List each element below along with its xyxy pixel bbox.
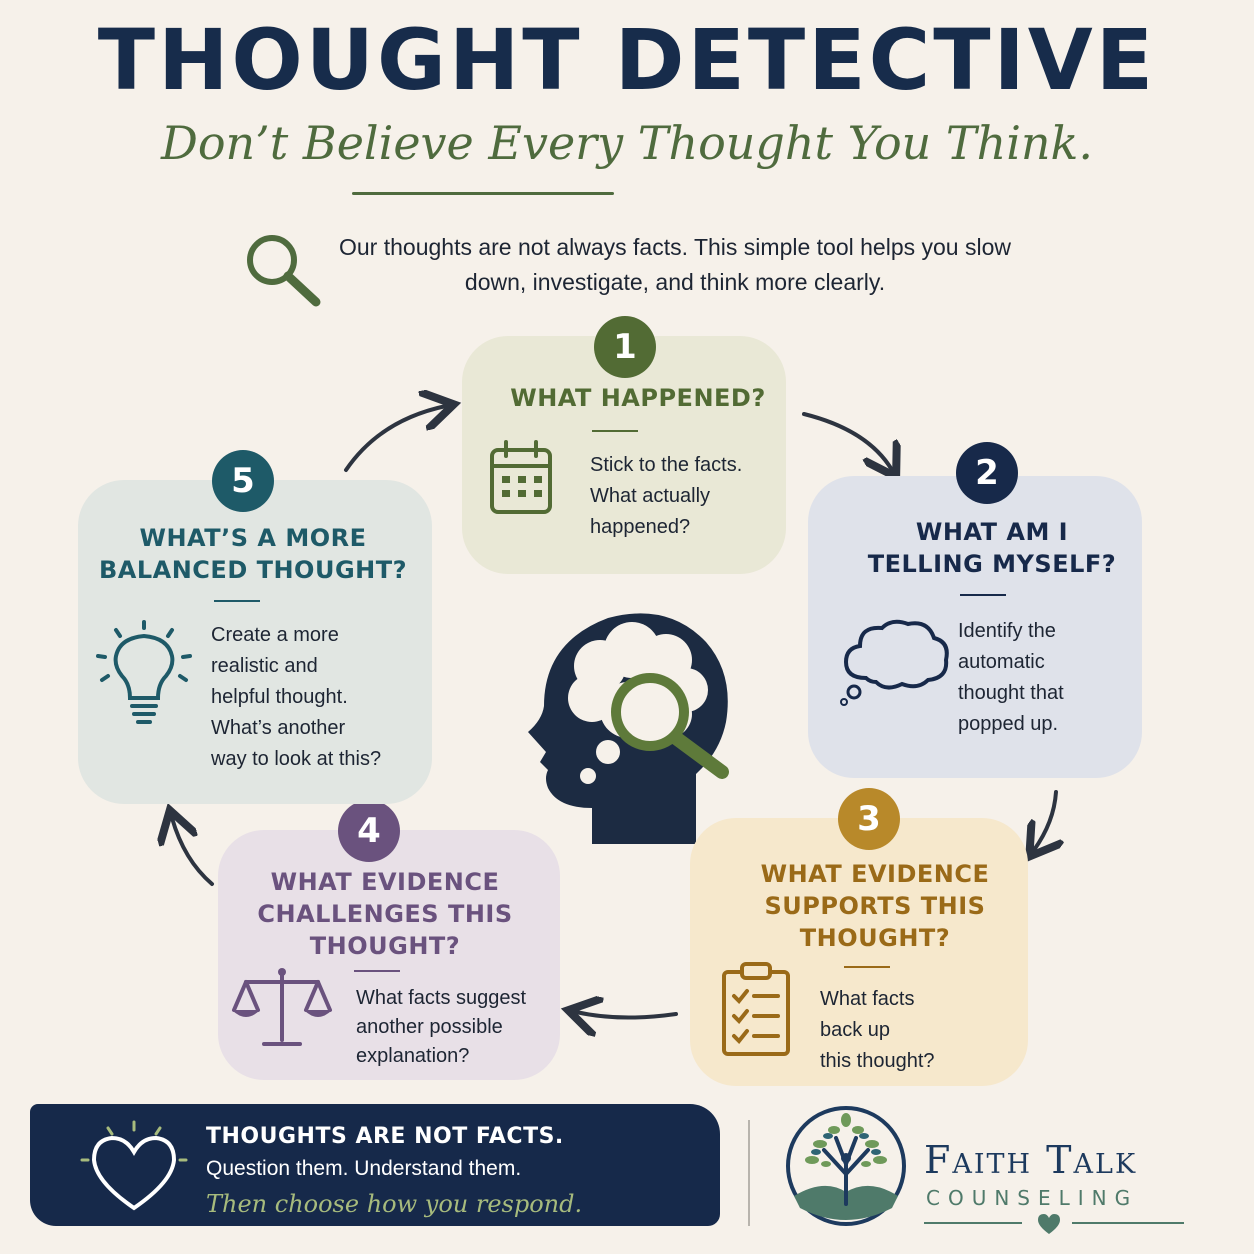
step-heading: WHAT AM I TELLING MYSELF?	[867, 518, 1117, 578]
logo-subtext: COUNSELING	[926, 1186, 1139, 1210]
tree-of-life-icon	[786, 1106, 906, 1226]
step-card-2: 2 WHAT AM I TELLING MYSELF? Identify the…	[808, 442, 1142, 778]
banner-headline: THOUGHTS ARE NOT FACTS.	[206, 1124, 564, 1149]
step-heading: WHAT’S A MORE BALANCED THOUGHT?	[98, 524, 408, 584]
step-number-badge: 2	[956, 442, 1018, 504]
thought-bubble-icon	[840, 619, 949, 706]
magnifying-glass-icon	[247, 235, 321, 307]
head-silhouette-icon	[528, 613, 729, 844]
step-divider	[592, 430, 638, 432]
small-heart-icon	[1038, 1214, 1060, 1234]
footer-divider	[748, 1120, 750, 1226]
arrow-5-to-1	[344, 406, 446, 472]
step-divider	[214, 600, 260, 602]
step-number-badge: 5	[212, 450, 274, 512]
step-divider	[960, 594, 1006, 596]
logo-rule-right	[1072, 1222, 1184, 1224]
step-number-badge: 1	[594, 316, 656, 378]
step-card-3: 3 WHAT EVIDENCE SUPPORTS THIS THOUGHT? W…	[690, 788, 1028, 1086]
page-title: THOUGHT DETECTIVE	[97, 11, 1157, 109]
page-subtitle: Don’t Believe Every Thought You Think.	[160, 116, 1094, 170]
arrow-2-to-3	[1034, 790, 1056, 850]
step-heading: WHAT EVIDENCE CHALLENGES THIS THOUGHT?	[257, 868, 513, 960]
clipboard-checklist-icon	[722, 962, 790, 1056]
logo-rule-left	[924, 1222, 1022, 1224]
step-divider	[844, 966, 890, 968]
step-divider	[354, 970, 400, 972]
footer-banner	[30, 1104, 720, 1226]
arrow-4-to-5	[172, 818, 214, 886]
arrow-3-to-4	[576, 1012, 678, 1018]
step-heading: WHAT HAPPENED?	[510, 384, 766, 412]
calendar-icon	[490, 440, 552, 514]
step-number-badge: 3	[838, 788, 900, 850]
lightbulb-icon	[96, 620, 192, 724]
step-card-5: 5 WHAT’S A MORE BALANCED THOUGHT? Create…	[78, 450, 432, 804]
arrow-1-to-2	[802, 412, 892, 470]
step-heading: WHAT EVIDENCE SUPPORTS THIS THOUGHT?	[760, 860, 990, 952]
banner-subline: Question them. Understand them.	[206, 1157, 522, 1180]
scales-icon	[232, 968, 332, 1046]
intro-text: Our thoughts are not always facts. This …	[338, 234, 1011, 295]
subtitle-underline	[352, 192, 614, 195]
step-card-1: 1 WHAT HAPPENED? Stick to the facts.What…	[462, 316, 786, 574]
heart-icon	[80, 1120, 188, 1211]
banner-tagline: Then choose how you respond.	[206, 1190, 583, 1218]
step-card-4: 4 WHAT EVIDENCE CHALLENGES THIS THOUGHT?…	[218, 800, 560, 1080]
logo-wordmark: Faith Talk	[924, 1138, 1138, 1182]
step-number-badge: 4	[338, 800, 400, 862]
